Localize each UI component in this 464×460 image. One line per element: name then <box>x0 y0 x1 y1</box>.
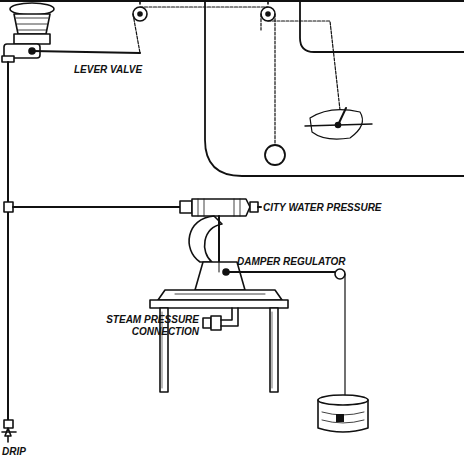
frame-line <box>0 0 464 2</box>
water-valve <box>180 199 261 216</box>
part-label: CITY WATER PRESSURE <box>263 202 382 214</box>
steam-connection <box>203 308 238 330</box>
regulator-yoke <box>189 216 245 290</box>
flue-elbow <box>205 2 464 176</box>
part-label: DAMPER REGULATOR <box>237 256 346 268</box>
water-pipe <box>2 62 180 442</box>
part-label: LEVER VALVE <box>74 64 142 76</box>
part-label: STEAM PRESSURE CONNECTION <box>95 314 199 338</box>
pulley-chain <box>133 0 340 165</box>
diaphragm-table <box>150 290 288 392</box>
lever-valve <box>2 3 140 62</box>
part-label: DRIP <box>2 446 26 458</box>
